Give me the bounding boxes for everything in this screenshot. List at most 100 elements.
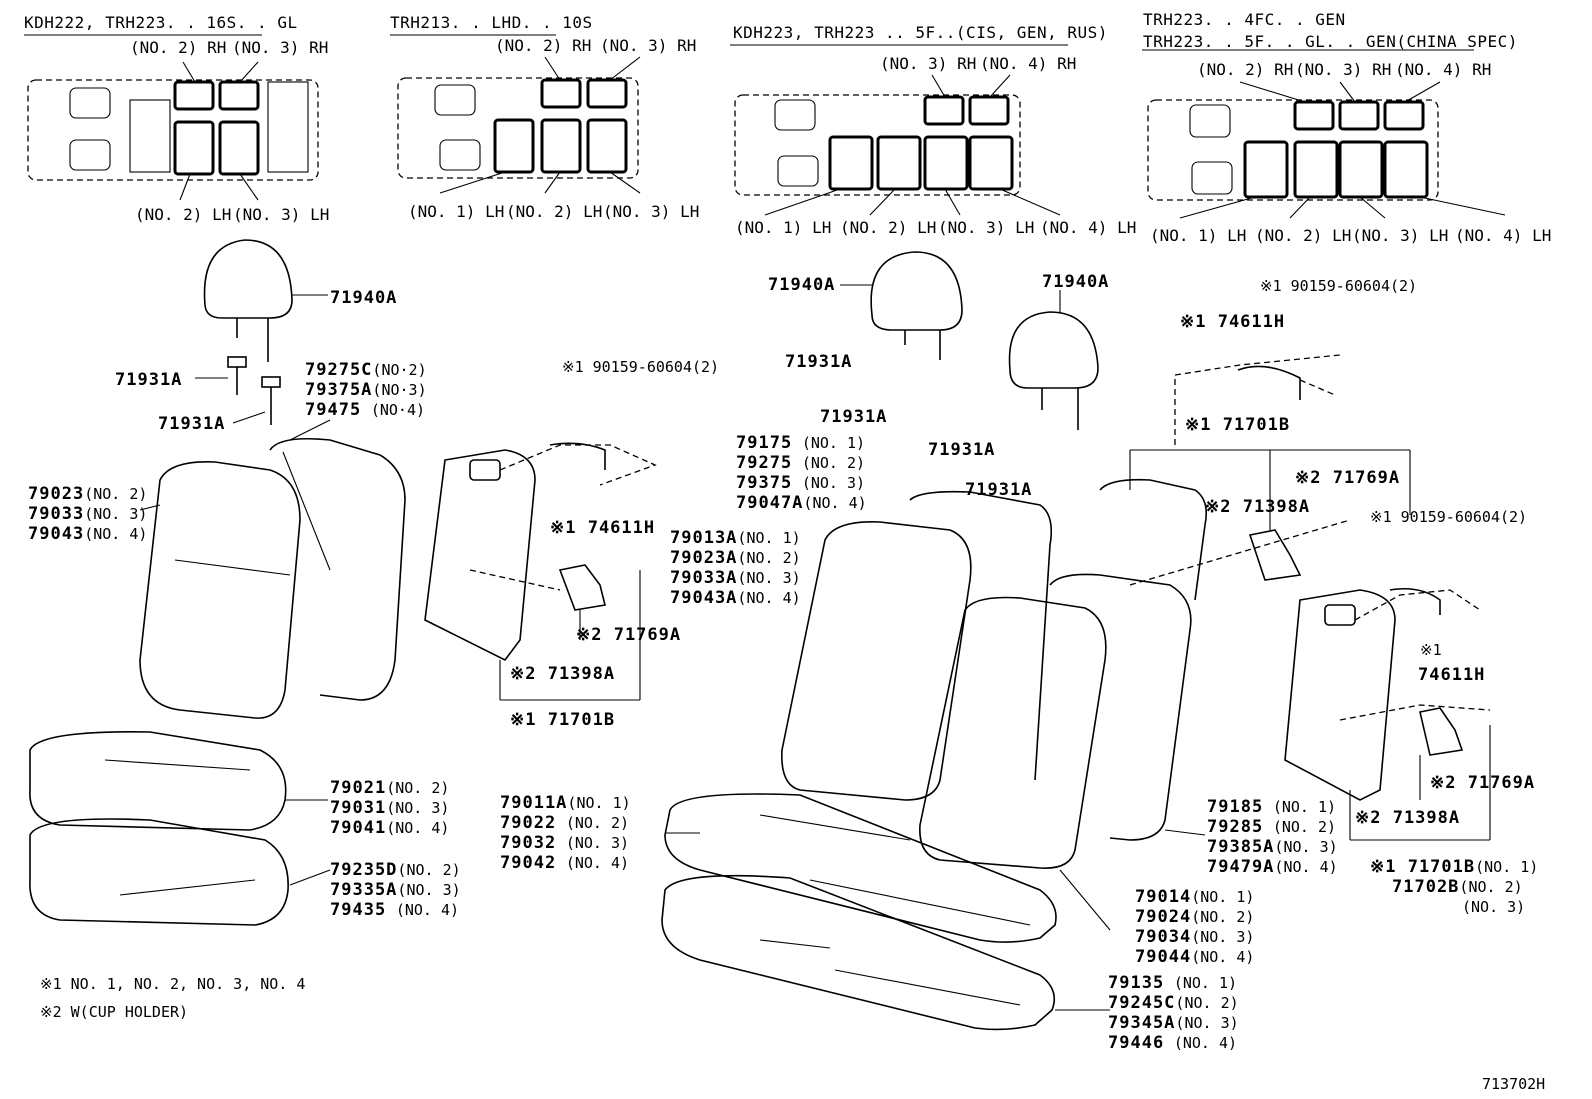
layout-3-lh-label-4: (NO. 4) LH: [1040, 218, 1137, 237]
part-board-right-low-1: ※1 71701B(NO. 1): [1370, 857, 1539, 877]
layout-1-lh-label-1: (NO. 2) LH: [135, 205, 232, 224]
layout-2-rh-label-2: (NO. 3) RH: [600, 36, 697, 55]
layout-box-1: [24, 34, 319, 201]
part-handle-left: ※1 74611H: [550, 518, 656, 538]
part-back-assy-center-4: 79043A(NO. 4): [670, 588, 801, 608]
layout-3-header: KDH223, TRH223 .. 5F..(CIS, GEN, RUS): [733, 23, 1108, 42]
part-back-cover-right-3: 79385A(NO. 3): [1207, 837, 1338, 857]
part-back-pad-center-2: 79275 (NO. 2): [736, 453, 866, 473]
part-cupholder-screw-left: ※2 71769A: [576, 625, 682, 645]
layout-2-lh-label-3: (NO. 3) LH: [603, 202, 700, 221]
part-back-cover-left-3: 79475 (NO·4): [305, 400, 426, 420]
part-cushion-center-2: 79022 (NO. 2): [500, 813, 630, 833]
layout-4-header-line-1: TRH223. . 4FC. . GEN: [1143, 10, 1346, 29]
part-cushion-cover-center-4: 79446 (NO. 4): [1108, 1033, 1238, 1053]
part-board-right-top: ※1 71701B: [1185, 415, 1291, 435]
right-board-assembly-shape: [1129, 354, 1491, 841]
part-cushion-cover-center-1: 79135 (NO. 1): [1108, 973, 1238, 993]
part-support-left-1: 71931A: [115, 370, 183, 390]
part-support-left-2: 71931A: [158, 414, 226, 434]
part-cushion-left-2: 79031(NO. 3): [330, 798, 450, 818]
layout-4-lh-label-2: (NO. 2) LH: [1255, 226, 1352, 245]
part-cushion-cover-left-1: 79235D(NO. 2): [330, 860, 461, 880]
part-support-center-2: 71931A: [820, 407, 888, 427]
part-cupholder-right-low: ※2 71398A: [1355, 808, 1461, 828]
part-back-pad-center-3: 79375 (NO. 3): [736, 473, 866, 493]
part-screw-right-top: ※1 90159-60604(2): [1260, 277, 1418, 295]
part-screw-left: ※1 90159-60604(2): [562, 358, 720, 376]
layout-2-lh-label-1: (NO. 1) LH: [408, 202, 505, 221]
part-cushion-cover-center-2: 79245C(NO. 2): [1108, 993, 1239, 1013]
layout-4-rh-label-1: (NO. 2) RH: [1197, 60, 1294, 79]
left-seatback-shape: [139, 419, 406, 719]
left-cushion-shape: [29, 731, 331, 926]
part-back-cover-left-2: 79375A(NO·3): [305, 380, 427, 400]
part-cushion-cover-left-3: 79435 (NO. 4): [330, 900, 460, 920]
layout-box-4: [1142, 49, 1506, 219]
part-back-assy-left-3: 79043(NO. 4): [28, 524, 148, 544]
layout-3-rh-label-1: (NO. 3) RH: [880, 54, 977, 73]
part-back-assy-left-2: 79033(NO. 3): [28, 504, 148, 524]
footnote-2: ※2 W(CUP HOLDER): [40, 1003, 189, 1021]
layout-2-lh-label-2: (NO. 2) LH: [506, 202, 603, 221]
part-back-pad-center-1: 79175 (NO. 1): [736, 433, 866, 453]
layout-3-rh-label-2: (NO. 4) RH: [980, 54, 1077, 73]
part-support-right-2: 71931A: [965, 480, 1033, 500]
part-board-right-low-3: (NO. 3): [1462, 898, 1526, 916]
part-cupholder-screw-right-low: ※2 71769A: [1430, 773, 1536, 793]
part-handle-right-mid: 74611H: [1418, 665, 1486, 685]
layout-2-header: TRH213. . LHD. . 10S: [390, 13, 593, 32]
part-cushion-center-3: 79032 (NO. 3): [500, 833, 630, 853]
layout-4-lh-label-3: (NO. 3) LH: [1352, 226, 1449, 245]
part-cushion-cover-left-2: 79335A(NO. 3): [330, 880, 461, 900]
part-cupholder-left: ※2 71398A: [510, 664, 616, 684]
part-cushion-assy-center-4: 79044(NO. 4): [1135, 947, 1255, 967]
layout-1-lh-label-2: (NO. 3) LH: [233, 205, 330, 224]
part-screw-right-mid: ※1 90159-60604(2): [1370, 508, 1528, 526]
layout-4-rh-label-3: (NO. 4) RH: [1395, 60, 1492, 79]
part-headrest-right: 71940A: [1042, 272, 1110, 292]
part-cushion-center-4: 79042 (NO. 4): [500, 853, 630, 873]
layout-4-rh-label-2: (NO. 3) RH: [1295, 60, 1392, 79]
diagram-code: 713702H: [1482, 1075, 1546, 1093]
part-cushion-left-1: 79021(NO. 2): [330, 778, 450, 798]
part-cushion-assy-center-1: 79014(NO. 1): [1135, 887, 1255, 907]
part-back-pad-center-4: 79047A(NO. 4): [736, 493, 867, 513]
left-headrest-shape: [203, 239, 328, 362]
part-back-assy-center-3: 79033A(NO. 3): [670, 568, 801, 588]
part-back-assy-center-1: 79013A(NO. 1): [670, 528, 801, 548]
part-back-cover-right-2: 79285 (NO. 2): [1207, 817, 1337, 837]
part-headrest-center: 71940A: [768, 275, 836, 295]
part-back-assy-center-2: 79023A(NO. 2): [670, 548, 801, 568]
center-seatbacks-shape: [781, 478, 1208, 869]
layout-box-3: [730, 44, 1068, 216]
part-support-right-1: 71931A: [928, 440, 996, 460]
part-cushion-left-3: 79041(NO. 4): [330, 818, 450, 838]
part-board-right-low-2: 71702B(NO. 2): [1392, 877, 1523, 897]
part-cushion-center-1: 79011A(NO. 1): [500, 793, 631, 813]
part-back-assy-left-1: 79023(NO. 2): [28, 484, 148, 504]
part-back-cover-right-4: 79479A(NO. 4): [1207, 857, 1338, 877]
part-back-cover-left-1: 79275C(NO·2): [305, 360, 427, 380]
right-headrest-shape: [1008, 290, 1099, 430]
part-board-left: ※1 71701B: [510, 710, 616, 730]
layout-4-lh-label-4: (NO. 4) LH: [1455, 226, 1552, 245]
layout-3-lh-label-2: (NO. 2) LH: [840, 218, 937, 237]
part-handle-right-top: ※1 74611H: [1180, 312, 1286, 332]
footnote-1: ※1 NO. 1, NO. 2, NO. 3, NO. 4: [40, 975, 306, 993]
center-cushions-shape: [661, 793, 1111, 1031]
left-back-board-shape: [424, 442, 657, 701]
part-cupholder-right-top: ※2 71398A: [1205, 497, 1311, 517]
part-cushion-assy-center-3: 79034(NO. 3): [1135, 927, 1255, 947]
layout-1-rh-label-2: (NO. 3) RH: [232, 38, 329, 57]
part-handle-right-mid-mark: ※1: [1420, 641, 1442, 659]
part-headrest-left: 71940A: [330, 288, 398, 308]
layout-4-lh-label-1: (NO. 1) LH: [1150, 226, 1247, 245]
part-cushion-assy-center-2: 79024(NO. 2): [1135, 907, 1255, 927]
part-cushion-cover-center-3: 79345A(NO. 3): [1108, 1013, 1239, 1033]
layout-1-header: KDH222, TRH223. . 16S. . GL: [24, 13, 298, 32]
layout-box-2: [390, 34, 641, 194]
layout-3-lh-label-3: (NO. 3) LH: [938, 218, 1035, 237]
layout-2-rh-label-1: (NO. 2) RH: [495, 36, 592, 55]
